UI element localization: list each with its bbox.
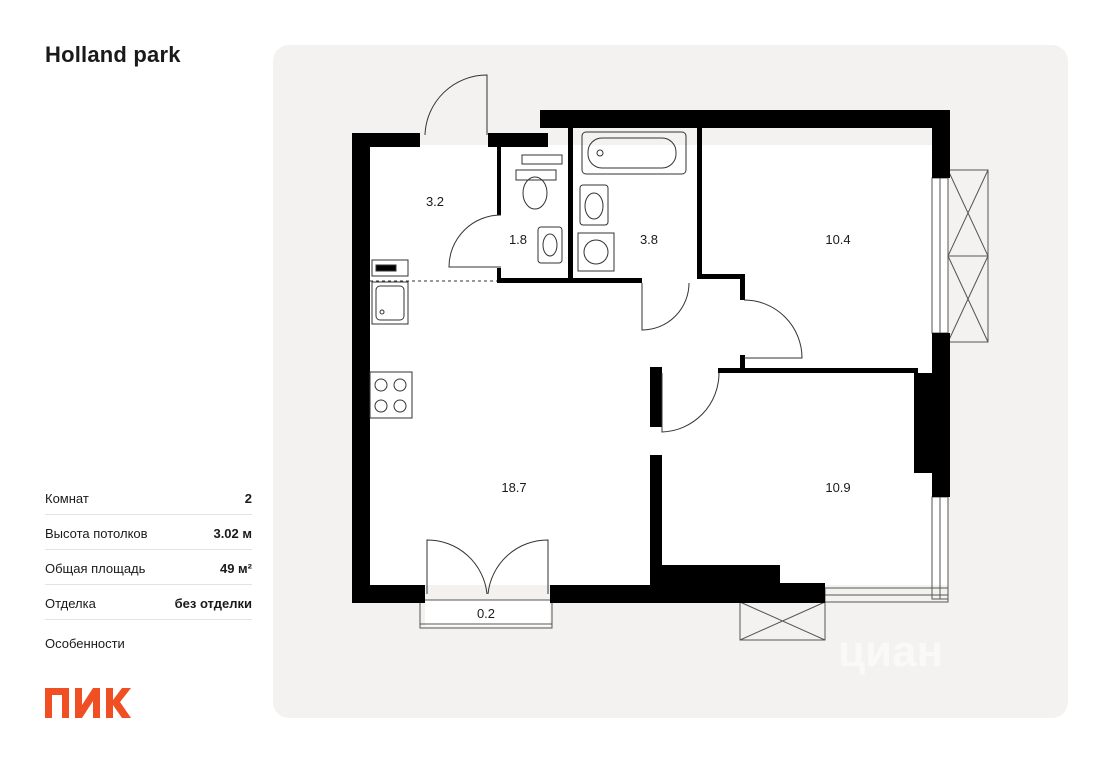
spec-label: Отделка — [45, 595, 96, 611]
spec-value: без отделки — [174, 595, 252, 611]
fixtures — [369, 131, 687, 419]
specs-list: Комнат 2 Высота потолков 3.02 м Общая пл… — [45, 480, 252, 661]
watermark: циан — [838, 627, 943, 676]
room-area-bedroom-2: 10.9 — [825, 480, 850, 495]
toilet-tank-icon — [521, 154, 563, 165]
room-area-bath: 3.8 — [640, 232, 658, 247]
doors — [370, 74, 803, 595]
spec-ceiling-height: Высота потолков 3.02 м — [45, 515, 252, 550]
spec-rooms: Комнат 2 — [45, 480, 252, 515]
wc-sink-icon — [537, 226, 563, 264]
kitchen-sink-icon — [371, 281, 409, 325]
sink-icon — [579, 184, 609, 226]
spec-label: Высота потолков — [45, 525, 148, 541]
pik-logo-icon — [45, 688, 131, 718]
boiler-icon — [371, 259, 409, 277]
bathtub-icon — [581, 131, 687, 175]
room-area-wc: 1.8 — [509, 232, 527, 247]
spec-value: 3.02 м — [213, 525, 252, 541]
spec-label: Общая площадь — [45, 560, 146, 576]
stove-icon — [369, 371, 413, 419]
room-area-kitchen-living: 18.7 — [501, 480, 526, 495]
spec-value: 49 м² — [219, 560, 252, 576]
spec-total-area: Общая площадь 49 м² — [45, 550, 252, 585]
room-area-hall: 3.2 — [426, 194, 444, 209]
spec-value: 2 — [244, 490, 252, 506]
bathtub-inner-icon — [587, 137, 677, 169]
room-area-bedroom-1: 10.4 — [825, 232, 850, 247]
walls — [352, 110, 950, 603]
spec-label: Комнат — [45, 490, 89, 506]
washing-machine-icon — [577, 232, 615, 272]
room-area-balcony: 0.2 — [477, 606, 495, 621]
pik-logo — [45, 688, 131, 718]
windows — [419, 169, 989, 641]
spec-finishing: Отделка без отделки — [45, 585, 252, 620]
toilet-icon — [522, 176, 548, 210]
project-title: Holland park — [45, 42, 181, 67]
features-label: Особенности — [45, 636, 125, 651]
